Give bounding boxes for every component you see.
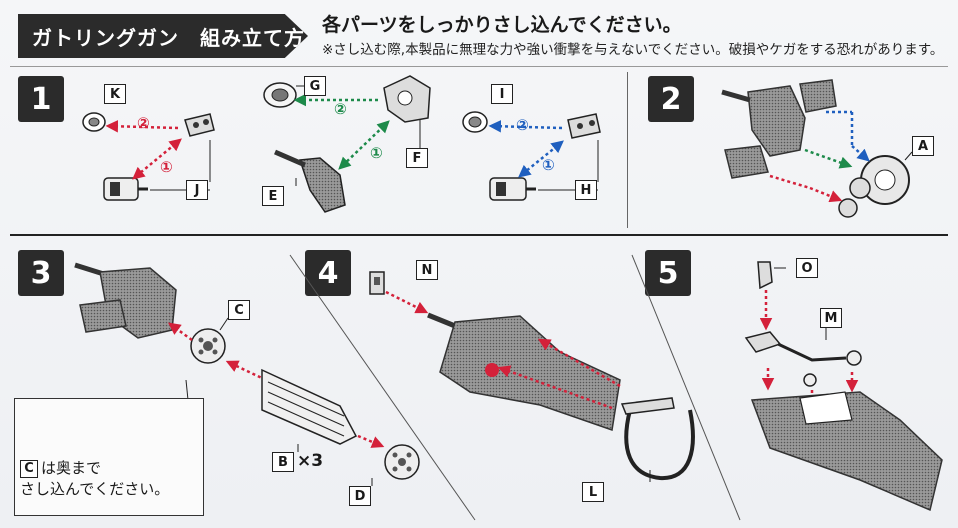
step-3-badge: 3 <box>18 250 64 296</box>
part-label-l: L <box>582 482 604 502</box>
part-f-drawing <box>383 75 431 123</box>
part-g-drawing <box>263 82 297 108</box>
order-mark-green-2: ② <box>334 100 347 118</box>
step-1-badge: 1 <box>18 76 64 122</box>
part-label-i: I <box>491 84 513 104</box>
order-mark-blue-1: ① <box>542 156 555 174</box>
instruction-main: 各パーツをしっかりさし込んでください。 <box>322 14 682 36</box>
part-d-drawing <box>384 444 420 480</box>
part-label-f: F <box>406 148 428 168</box>
step-2-badge: 2 <box>648 76 694 122</box>
step5-gun-drawing <box>750 391 943 512</box>
part-h-bracket-drawing <box>567 113 601 139</box>
part-c-drawing <box>190 328 226 364</box>
step2-barrel-drawing <box>721 79 837 179</box>
part-j-bracket-drawing <box>184 113 215 137</box>
part-label-h: H <box>575 180 597 200</box>
part-a-drawing <box>838 155 910 218</box>
part-h-pin-drawing <box>489 177 536 201</box>
part-label-n: N <box>416 260 438 280</box>
part-n-drawing <box>369 271 385 295</box>
divider-middle <box>10 234 948 236</box>
step4-gun-drawing <box>427 312 621 432</box>
part-k-drawing <box>82 112 106 132</box>
caution-note: ※さし込む際,本製品に無理な力や強い衝撃を与えないでください。破損やケガをする恐… <box>322 42 944 58</box>
order-mark-blue-2: ② <box>516 116 529 134</box>
part-label-m: M <box>820 308 842 328</box>
part-b-multiplier: ×3 <box>297 451 324 471</box>
order-mark-red-2: ② <box>137 114 150 132</box>
part-label-b: B <box>272 452 294 472</box>
page-title: ガトリングガン 組み立て方 <box>18 14 308 58</box>
step3-barrel-assembly-drawing <box>74 262 177 339</box>
part-label-e: E <box>262 186 284 206</box>
part-label-j: J <box>186 180 208 200</box>
divider-step1-step2 <box>627 72 628 228</box>
part-label-g: G <box>304 76 326 96</box>
part-e-drawing <box>274 149 346 213</box>
insertion-callout-box <box>14 398 204 516</box>
divider-step4-step5 <box>631 254 741 521</box>
part-m-drawing <box>744 331 862 387</box>
title-text: ガトリングガン 組み立て方 <box>32 25 305 50</box>
part-l-drawing <box>620 397 695 481</box>
part-label-d: D <box>349 486 371 506</box>
order-mark-green-1: ① <box>370 144 383 162</box>
callout-part-label: C <box>20 459 38 478</box>
part-b-drawing <box>261 368 358 445</box>
part-label-k: K <box>104 84 126 104</box>
callout-line-2: さし込んでください。 <box>20 480 170 498</box>
part-label-c: C <box>228 300 250 320</box>
part-label-o: O <box>796 258 818 278</box>
part-label-a: A <box>912 136 934 156</box>
callout-line-1: は奥まで <box>41 459 102 477</box>
part-i-drawing <box>462 111 488 133</box>
divider-top <box>10 66 948 67</box>
part-j-drawing <box>103 177 148 201</box>
step-5-badge: 5 <box>645 250 691 296</box>
divider-step3-step4 <box>289 254 476 521</box>
part-o-drawing <box>757 261 773 290</box>
order-mark-red-1: ① <box>160 158 173 176</box>
